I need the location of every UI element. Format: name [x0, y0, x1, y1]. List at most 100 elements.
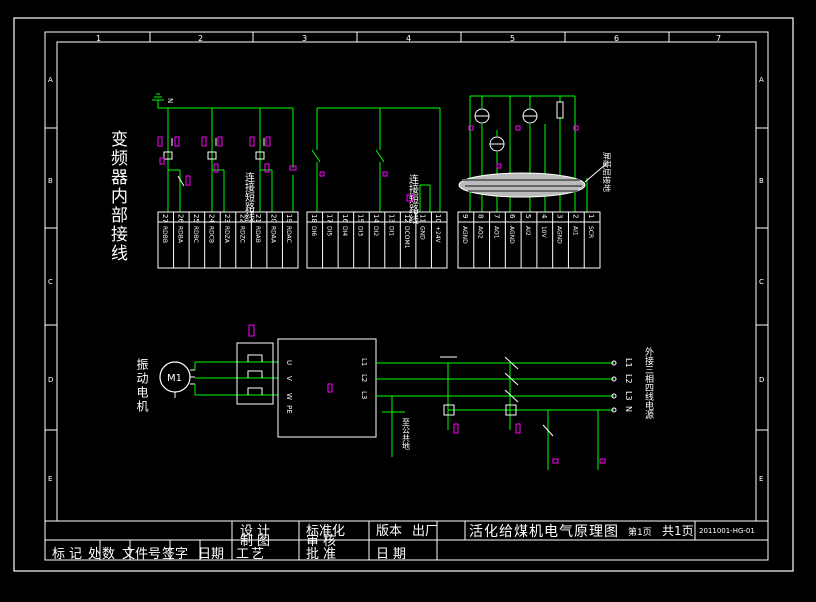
tb-approve: 批准	[306, 547, 340, 562]
terminal-cells-digital: 18DI617DI516DI415DI314DI213DI112DCOM111G…	[310, 212, 442, 268]
drive-in-l2: L2	[360, 374, 368, 382]
row-label-E-right: E	[759, 475, 763, 483]
inverter-drive-box	[277, 338, 377, 438]
terminal-name: DCOM1	[403, 226, 410, 249]
tb-drawing: 制图	[240, 534, 274, 549]
terminal-number: 20	[270, 214, 278, 223]
terminal-number: 22	[239, 214, 247, 223]
terminal-number: 2	[571, 214, 579, 218]
terminal-name: DI2	[372, 226, 379, 236]
terminal-name: +24V	[434, 226, 441, 244]
vibration-motor-label: 振动电机	[135, 358, 149, 414]
drive-in-l1: L1	[360, 358, 368, 366]
contactor-icons	[440, 356, 554, 437]
row-label-B-right: B	[759, 177, 764, 185]
tail-ground-label: 至公共地	[402, 418, 411, 450]
terminal-number: 19	[285, 214, 293, 223]
terminal-name: RDZC	[239, 226, 246, 243]
tb-sign: 签字	[162, 546, 188, 562]
terminal-number: 4	[540, 214, 548, 219]
terminal-number: 6	[508, 214, 516, 219]
terminal-number: 14	[372, 214, 380, 223]
inverter-wiring-title: 变频器内部接线	[107, 130, 128, 263]
external-supply-label: 外接三相四线电源	[643, 346, 654, 420]
terminal-cells-relay: 27RDBB26RDBA25RDBC24RDCB23RDZA22RDZC21RD…	[161, 212, 293, 268]
row-label-B: B	[48, 177, 53, 185]
terminal-number: 17	[325, 214, 333, 223]
row-label-A-right: A	[759, 76, 764, 84]
column-label-3: 3	[302, 34, 307, 43]
row-zone-markers	[45, 127, 768, 431]
row-label-D-right: D	[759, 376, 764, 384]
tb-drawing-number: 2011001-HG-01	[699, 527, 755, 535]
tb-craft: 工艺	[236, 547, 266, 562]
ground-symbol-icon	[152, 93, 293, 109]
terminal-name: AO1	[492, 226, 499, 239]
terminal-number: 11	[419, 214, 427, 223]
tb-drawing-title: 活化给煤机电气原理图	[469, 524, 619, 540]
tb-date: 日期	[376, 547, 410, 562]
terminal-name: RDZA	[223, 226, 230, 244]
row-label-C-right: C	[759, 278, 764, 286]
terminal-name: RDAC	[285, 226, 292, 243]
terminal-strip-digital	[306, 211, 448, 269]
terminal-name: DI6	[310, 226, 317, 236]
column-label-4: 4	[406, 34, 411, 43]
tb-version: 版本	[376, 524, 402, 539]
tb-date2: 日期	[198, 547, 224, 562]
tb-file-no: 文件号	[122, 547, 161, 562]
terminal-name: AGND	[508, 226, 515, 244]
terminal-name: GND	[419, 226, 426, 240]
terminal-name: DI5	[325, 226, 332, 236]
tb-standardize: 标准化	[306, 524, 345, 539]
drive-out-v: V	[285, 376, 293, 381]
digital-input-wiring	[311, 107, 441, 212]
terminal-number: 9	[461, 214, 469, 218]
terminal-number: 23	[223, 214, 231, 223]
terminal-name: DI4	[341, 226, 348, 236]
tb-factory: 出厂	[412, 524, 438, 539]
meter-icons	[474, 101, 564, 152]
column-zone-markers	[149, 32, 670, 42]
terminal-name: AI1	[571, 226, 578, 236]
drive-in-l3: L3	[360, 391, 368, 399]
terminal-strip-analog	[457, 211, 601, 269]
motor-symbol-label: M1	[167, 373, 182, 384]
supply-n-label: N	[624, 406, 633, 412]
terminal-name: RDBB	[161, 226, 168, 243]
relay-coil-icons	[163, 138, 265, 187]
terminal-name: 10V	[540, 226, 547, 239]
terminal-name: AGND	[461, 226, 468, 244]
tb-mark: 标记	[52, 547, 86, 562]
supply-l2-label: L2	[624, 374, 633, 384]
row-label-E: E	[48, 475, 52, 483]
terminal-number: 16	[341, 214, 349, 223]
supply-l3-label: L3	[624, 391, 633, 401]
terminal-name: DI3	[356, 226, 363, 236]
terminal-name: AI2	[524, 226, 531, 236]
terminal-number: 24	[207, 214, 215, 223]
terminal-strip-relay	[157, 211, 299, 269]
column-label-7: 7	[716, 34, 721, 43]
terminal-number: 21	[254, 214, 262, 223]
terminal-name: SCR	[587, 226, 594, 238]
supply-l1-label: L1	[624, 358, 633, 368]
tb-review: 审核	[306, 534, 340, 549]
terminal-number: 7	[492, 214, 500, 218]
column-label-1: 1	[96, 34, 101, 43]
row-label-D: D	[48, 376, 53, 384]
terminal-number: 3	[556, 214, 564, 218]
terminal-name: RDAA	[270, 226, 277, 244]
terminal-number: 15	[356, 214, 364, 223]
terminal-number: 25	[192, 214, 200, 223]
row-label-A: A	[48, 76, 53, 84]
terminal-number: 27	[161, 214, 169, 223]
column-label-2: 2	[198, 34, 203, 43]
drive-out-u: U	[285, 360, 293, 365]
outer-frame	[13, 17, 794, 572]
terminal-number: 18	[310, 214, 318, 223]
terminal-number: 1	[587, 214, 595, 218]
inner-frame	[44, 31, 769, 561]
